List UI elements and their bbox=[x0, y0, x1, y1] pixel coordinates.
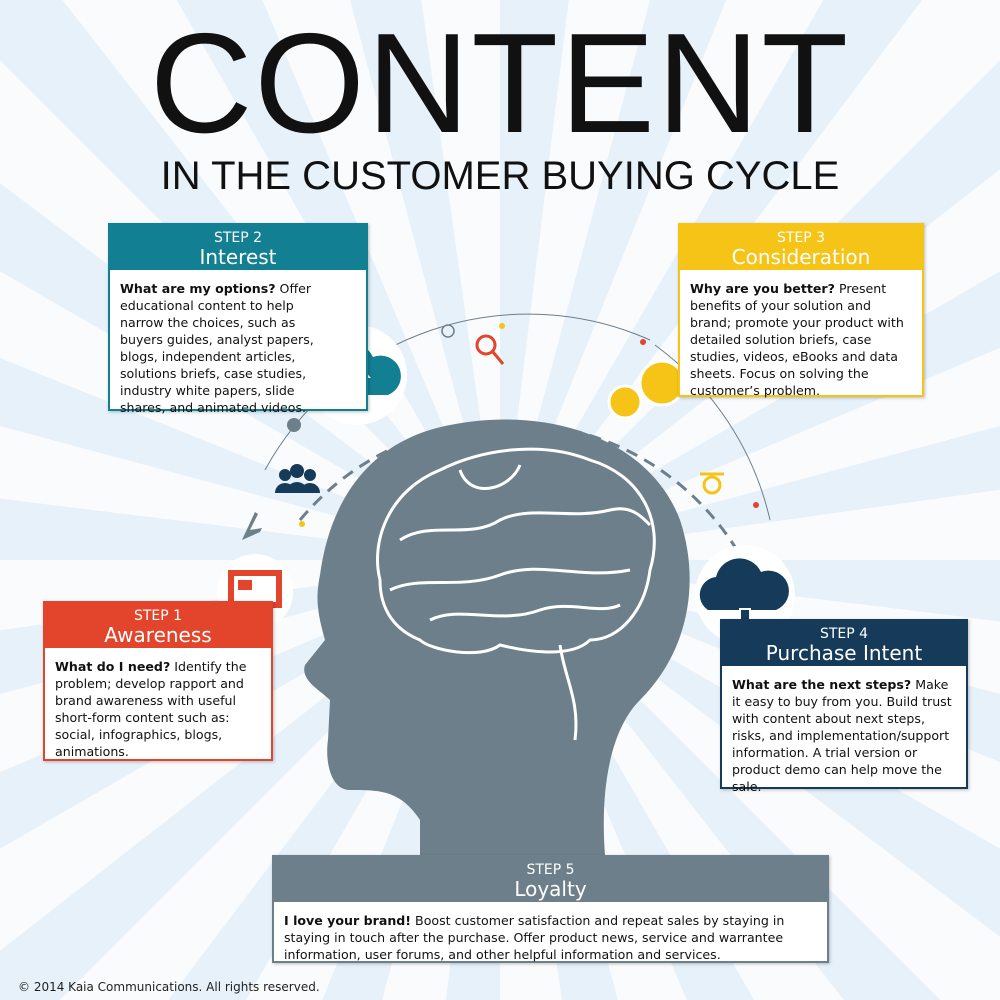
gears-icon bbox=[607, 359, 686, 420]
step-text: Boost customer satisfaction and repeat s… bbox=[284, 913, 785, 962]
step-name: Consideration bbox=[731, 245, 871, 269]
magnifier-icon bbox=[475, 334, 505, 365]
brain-icon bbox=[376, 447, 656, 741]
head-silhouette bbox=[304, 419, 690, 855]
step-name: Awareness bbox=[104, 623, 212, 647]
step-name: Interest bbox=[199, 245, 277, 269]
step-question: What are my options? bbox=[120, 281, 276, 296]
step-question: Why are you better? bbox=[690, 281, 835, 296]
step-name: Loyalty bbox=[514, 877, 587, 901]
step-text: Offer educational content to help narrow… bbox=[120, 281, 314, 415]
step-question: What do I need? bbox=[55, 659, 171, 674]
people-icon bbox=[275, 464, 320, 493]
step-text: Make it easy to buy from you. Build trus… bbox=[732, 677, 952, 794]
dot bbox=[499, 323, 505, 329]
step-number: STEP 2 bbox=[213, 230, 263, 246]
dot bbox=[299, 521, 305, 527]
dot bbox=[287, 418, 301, 432]
dot bbox=[753, 502, 759, 508]
step-name: Purchase Intent bbox=[765, 641, 923, 665]
step-number: STEP 3 bbox=[776, 230, 826, 246]
arc-thin bbox=[264, 313, 651, 471]
step-number: STEP 4 bbox=[819, 626, 869, 642]
page-title: CONTENT bbox=[149, 4, 851, 163]
coin-icon bbox=[700, 472, 724, 495]
step-question: What are the next steps? bbox=[732, 677, 912, 692]
copyright: © 2014 Kaia Communications. All rights r… bbox=[18, 980, 320, 994]
page-subtitle: IN THE CUSTOMER BUYING CYCLE bbox=[160, 154, 840, 198]
step-question: I love your brand! bbox=[284, 913, 412, 928]
step-number: STEP 1 bbox=[133, 608, 183, 624]
dot bbox=[640, 339, 646, 345]
airplane-icon bbox=[242, 512, 262, 540]
step-number: STEP 5 bbox=[526, 862, 575, 878]
step-text: Present benefits of your solution and br… bbox=[690, 281, 904, 398]
dot bbox=[441, 324, 455, 338]
step-text: Identify the problem; develop rapport an… bbox=[55, 659, 247, 759]
